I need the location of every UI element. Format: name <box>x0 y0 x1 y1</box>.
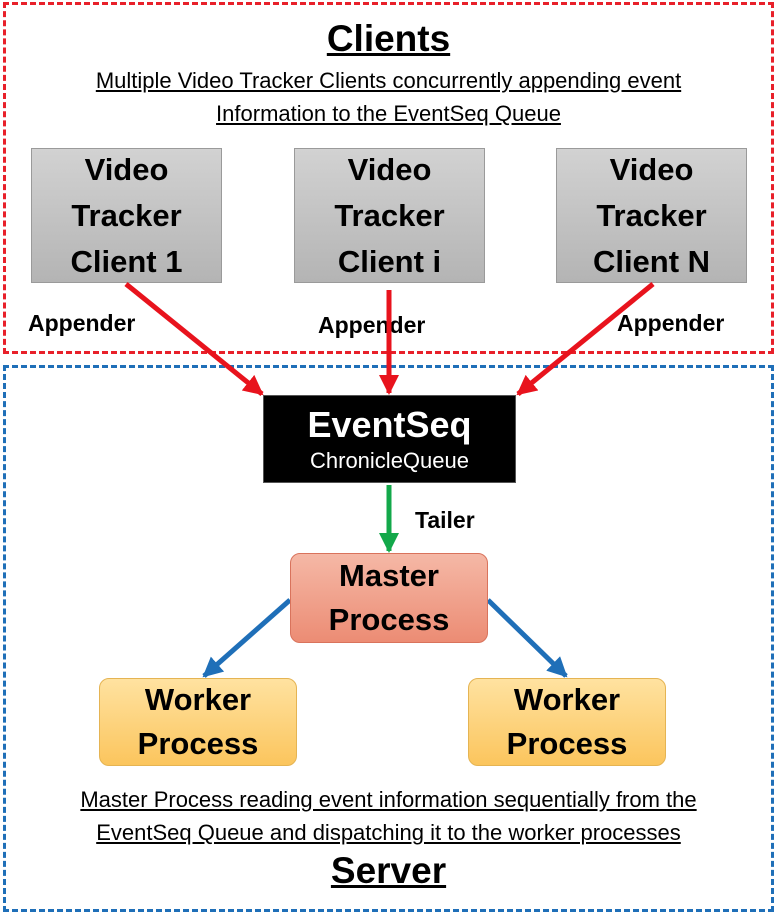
client-n-line-2: Tracker <box>596 197 707 233</box>
worker-process-box-right: Worker Process <box>468 678 666 766</box>
worker-left-line-1: Worker <box>144 682 252 717</box>
appender-label-n: Appender <box>617 310 725 336</box>
master-line-2: Process <box>328 602 450 637</box>
worker-process-box-left: Worker Process <box>99 678 297 766</box>
worker-left-line-2: Process <box>137 726 259 761</box>
client-n-line-3: Client N <box>592 243 711 279</box>
server-caption: Master Process reading event information… <box>0 783 777 849</box>
client-n-line-1: Video <box>609 151 694 187</box>
appender-label-i: Appender <box>318 312 426 338</box>
worker-right-line-1: Worker <box>513 682 621 717</box>
eventseq-title: EventSeq <box>307 404 472 445</box>
client-box-i: Video Tracker Client i <box>294 148 485 283</box>
client-1-line-3: Client 1 <box>70 243 183 279</box>
client-i-line-2: Tracker <box>334 197 445 233</box>
client-i-line-1: Video <box>347 151 432 187</box>
clients-caption: Multiple Video Tracker Clients concurren… <box>0 64 777 130</box>
worker-right-line-2: Process <box>506 726 628 761</box>
clients-heading: Clients <box>326 18 451 59</box>
server-caption-line-1: Master Process reading event information… <box>80 787 697 812</box>
clients-caption-line-2: Information to the EventSeq Queue <box>216 101 561 126</box>
client-1-line-1: Video <box>84 151 169 187</box>
master-line-1: Master <box>339 558 439 593</box>
clients-caption-line-1: Multiple Video Tracker Clients concurren… <box>95 68 682 93</box>
client-box-n: Video Tracker Client N <box>556 148 747 283</box>
master-process-box: Master Process <box>290 553 488 643</box>
client-1-line-2: Tracker <box>71 197 182 233</box>
eventseq-queue-box: EventSeq ChronicleQueue <box>263 395 516 483</box>
client-box-1: Video Tracker Client 1 <box>31 148 222 283</box>
client-i-line-3: Client i <box>337 243 442 279</box>
server-caption-line-2: EventSeq Queue and dispatching it to the… <box>96 820 681 845</box>
appender-label-1: Appender <box>28 310 136 336</box>
eventseq-subtitle: ChronicleQueue <box>310 448 469 473</box>
tailer-label: Tailer <box>415 507 475 533</box>
server-heading: Server <box>330 850 447 891</box>
